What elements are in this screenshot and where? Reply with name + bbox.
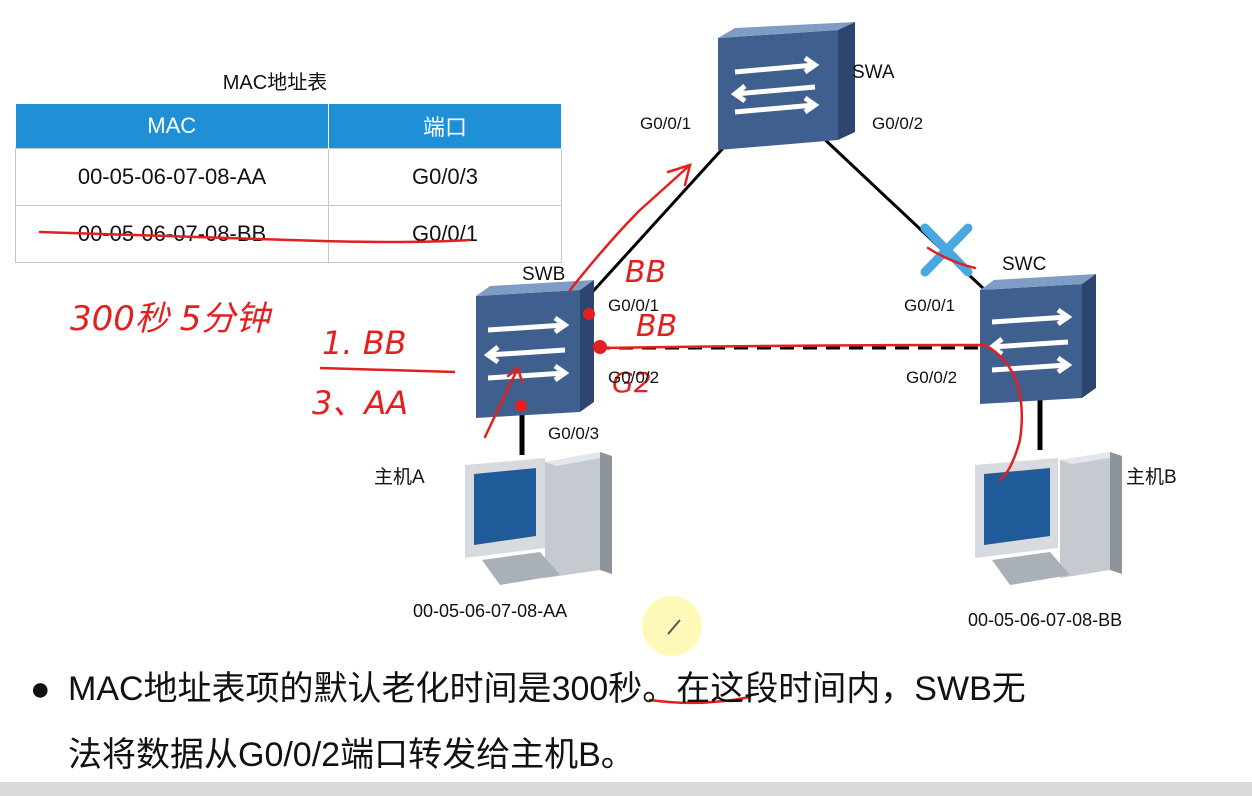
explanation-highlight: 300秒 [551,670,643,708]
switch-swc-icon [980,274,1096,404]
annotation-entry-1: 1. BB [322,324,407,362]
port-label: G0/0/1 [904,296,956,315]
host-a-mac: 00-05-06-07-08-AA [413,601,568,621]
table-cell-port: G0/0/3 [328,148,562,206]
annotation-time-note: 300秒 5分钟 [70,299,273,339]
table-header-mac: MAC [15,104,329,149]
link-swa-swb [574,133,737,312]
switch-swc-label: SWC [1002,254,1047,275]
table-header-port: 端口 [328,104,562,149]
switch-swb-label: SWB [522,264,566,285]
annotation-entry-2: 3、AA [312,384,408,422]
bullet-icon: ● [30,670,51,708]
mac-address-table: MAC 端口 00-05-06-07-08-AA G0/0/3 00-05-06… [15,104,562,263]
host-a-label: 主机A [374,467,425,488]
explanation-line1-post: 。在这段时间内，SWB无 [642,670,1026,708]
mac-table-title: MAC地址表 [222,72,328,94]
port-label: G0/0/1 [640,114,692,133]
annotation-bb-on-link: BB [636,309,677,344]
port-label: G0/0/1 [608,296,660,315]
explanation-text: ● MAC地址表项的默认老化时间是300秒。在这段时间内，SWB无 法将数据从G0… [30,656,1026,788]
footer-bar [0,782,1252,796]
host-b-mac: 00-05-06-07-08-BB [968,610,1123,630]
annotation-g2-marker: G2 [612,366,652,399]
table-row: 00-05-06-07-08-AA G0/0/3 [15,148,562,206]
red-port-dots [515,308,607,412]
table-cell-mac: 00-05-06-07-08-AA [15,148,329,206]
table-cell-port: G0/0/1 [328,205,562,263]
red-handwritten-text: 300秒 5分钟 1. BB 3、AA BB BB G2 [70,255,677,422]
explanation-line1-pre: MAC地址表项的默认老化时间是 [68,670,552,708]
port-label: G0/0/2 [906,368,958,387]
host-b-label: 主机B [1126,467,1177,488]
port-label: G0/0/3 [548,424,600,443]
table-row: 00-05-06-07-08-BB G0/0/1 [15,205,562,263]
red-annotation-strokes [38,163,1024,705]
switch-swb-icon [476,280,594,418]
explanation-line2: 法将数据从G0/0/2端口转发给主机B。 [68,736,635,774]
annotation-bb-near-link: BB [625,255,666,290]
host-a-computer-icon [465,452,612,585]
annotation-separator-line [319,366,456,374]
cursor-highlight [642,596,702,656]
cursor-pen-icon [667,619,681,635]
port-label: G0/0/2 [608,368,660,387]
host-b-computer-icon [975,452,1122,585]
table-header-row: MAC 端口 [15,104,562,149]
switch-swa-label: SWA [852,62,895,83]
port-label: G0/0/2 [872,114,924,133]
switch-swa-icon [718,22,855,150]
